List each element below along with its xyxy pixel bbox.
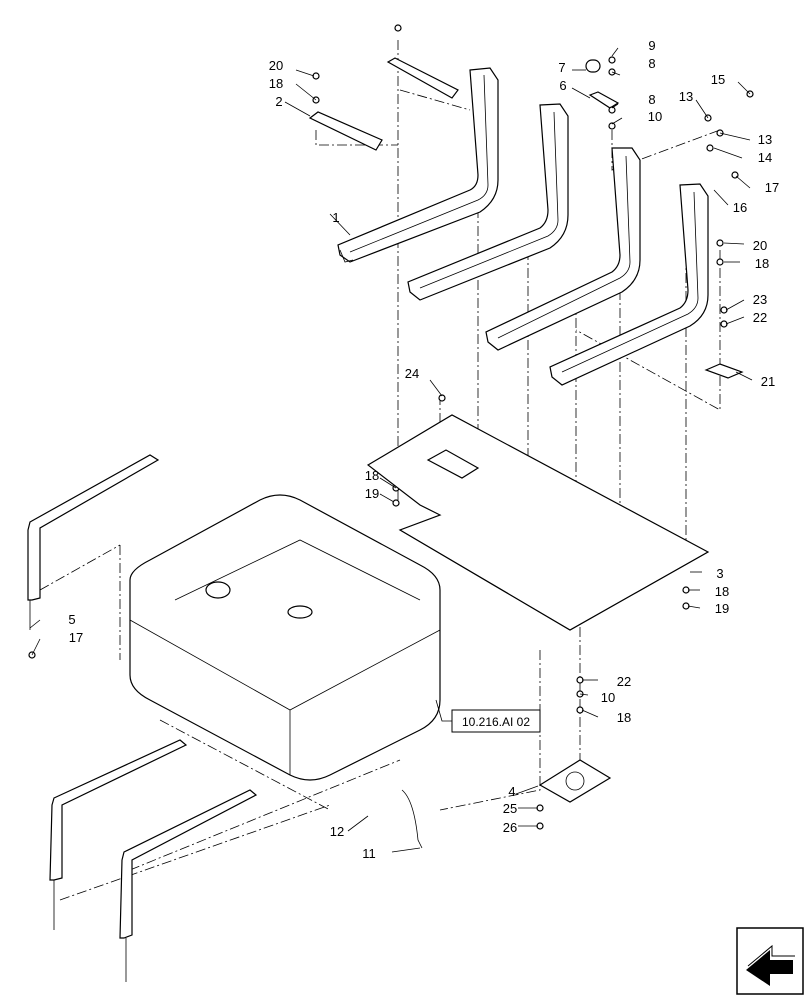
callout-11: 11 — [362, 846, 376, 861]
callout-25: 25 — [503, 801, 517, 816]
spacer-21 — [704, 363, 744, 379]
callout-24: 24 — [405, 366, 419, 381]
callout-labels: 1 2 3 4 5 6 7 8 8 9 10 10 11 12 13 13 14… — [68, 38, 779, 861]
callout-18d: 18 — [617, 710, 631, 725]
callout-3: 3 — [716, 566, 723, 581]
callout-26: 26 — [503, 820, 517, 835]
next-page-arrow-icon[interactable] — [736, 927, 804, 995]
tank-support-bracket-4 — [549, 183, 709, 386]
callout-13b: 13 — [758, 132, 772, 147]
reference-box[interactable]: 10.216.AI 02 — [435, 699, 541, 733]
callout-10b: 10 — [601, 690, 615, 705]
callout-4: 4 — [508, 784, 515, 799]
callout-13a: 13 — [679, 89, 693, 104]
tank-support-bracket-3 — [485, 147, 641, 351]
callout-leaders — [29, 47, 753, 853]
strap-lower-2 — [119, 789, 258, 982]
callout-1: 1 — [332, 210, 339, 225]
reference-label: 10.216.AI 02 — [462, 715, 530, 729]
callout-7: 7 — [558, 60, 565, 75]
callout-20b: 20 — [753, 238, 767, 253]
callout-21: 21 — [761, 374, 775, 389]
strap-lower-1 — [49, 739, 188, 930]
callout-16: 16 — [733, 200, 747, 215]
callout-23: 23 — [753, 292, 767, 307]
callout-6: 6 — [559, 78, 566, 93]
callout-20a: 20 — [269, 58, 283, 73]
callout-15: 15 — [711, 72, 725, 87]
callout-19a: 19 — [365, 486, 379, 501]
clamp-plate-top — [386, 57, 459, 99]
tank-support-bracket-2 — [407, 103, 569, 301]
callout-18c: 18 — [715, 584, 729, 599]
callout-17b: 17 — [69, 630, 83, 645]
base-plate-4 — [538, 759, 612, 803]
tank-support-bracket-1 — [337, 67, 499, 263]
callout-18a: 18 — [269, 76, 283, 91]
bracket-6 — [585, 59, 620, 109]
callout-8a: 8 — [648, 56, 655, 71]
fuel-tank — [129, 494, 441, 781]
callout-22b: 22 — [753, 310, 767, 325]
fasteners — [28, 24, 754, 830]
callout-8b: 8 — [648, 92, 655, 107]
callout-18b: 18 — [365, 468, 379, 483]
callout-19b: 19 — [715, 601, 729, 616]
callout-5: 5 — [68, 612, 75, 627]
callout-12: 12 — [330, 824, 344, 839]
strap-5 — [27, 454, 160, 630]
callout-2: 2 — [275, 94, 282, 109]
assembly-centerlines — [39, 40, 721, 901]
callout-9: 9 — [648, 38, 655, 53]
clamp-plate-2 — [308, 111, 383, 151]
callout-10a: 10 — [648, 109, 662, 124]
callout-14: 14 — [758, 150, 772, 165]
callout-22a: 22 — [617, 674, 631, 689]
pipe-11 — [401, 789, 423, 849]
mounting-plate — [366, 414, 710, 631]
callout-17a: 17 — [765, 180, 779, 195]
callout-18e: 18 — [755, 256, 769, 271]
